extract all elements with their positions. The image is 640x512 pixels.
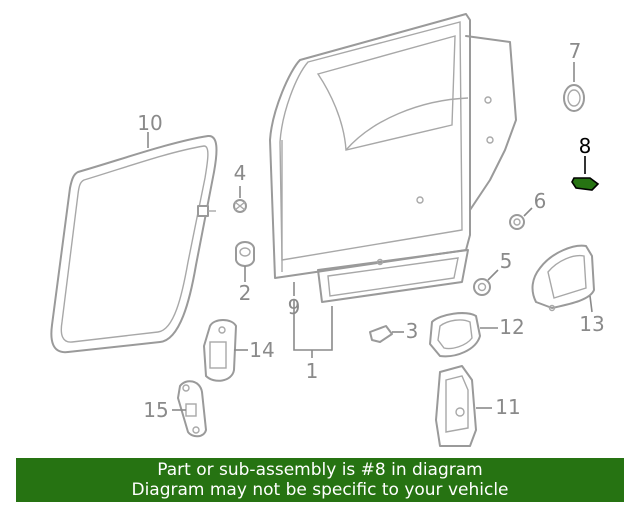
part-door-panel[interactable] xyxy=(269,13,517,303)
callout-4: 4 xyxy=(234,161,247,185)
leader-1 xyxy=(293,300,333,351)
part-10-weatherstrip[interactable] xyxy=(50,135,218,354)
part-13-cover[interactable] xyxy=(531,244,595,312)
callout-11: 11 xyxy=(495,395,520,419)
leader-13 xyxy=(589,295,593,313)
part-12-handle-housing[interactable] xyxy=(429,312,481,358)
leader-lines xyxy=(147,62,593,411)
callout-7: 7 xyxy=(569,39,582,63)
part-15-striker[interactable] xyxy=(177,380,207,438)
part-11-lock-actuator[interactable] xyxy=(435,365,477,447)
part-7-cap[interactable] xyxy=(563,84,585,112)
callout-3: 3 xyxy=(406,319,419,343)
part-4-clip[interactable] xyxy=(233,199,247,213)
callout-14: 14 xyxy=(249,338,274,362)
callout-6: 6 xyxy=(534,189,547,213)
callout-13: 13 xyxy=(579,312,604,336)
part-8-highlighted[interactable] xyxy=(571,177,600,191)
callout-15: 15 xyxy=(143,398,168,422)
callout-12: 12 xyxy=(499,315,524,339)
part-5-grommet[interactable] xyxy=(473,278,491,296)
callout-1: 1 xyxy=(306,359,319,383)
leader-6 xyxy=(523,207,533,217)
leader-5 xyxy=(487,269,499,281)
callout-5: 5 xyxy=(500,249,513,273)
callout-numbers: 10 4 2 9 1 7 8 6 5 13 3 12 14 15 11 xyxy=(137,39,604,422)
callout-10: 10 xyxy=(137,111,162,135)
part-6-grommet[interactable] xyxy=(509,214,525,230)
part-2-bumper[interactable] xyxy=(235,241,255,267)
info-banner: Part or sub-assembly is #8 in diagram Di… xyxy=(16,458,624,502)
part-3-clip[interactable] xyxy=(369,325,393,343)
part-14-latch-plate[interactable] xyxy=(203,319,237,382)
banner-line-2: Diagram may not be specific to your vehi… xyxy=(131,480,509,500)
callout-8: 8 xyxy=(579,134,592,158)
banner-line-1: Part or sub-assembly is #8 in diagram xyxy=(157,460,483,480)
callout-9: 9 xyxy=(288,295,301,319)
callout-2: 2 xyxy=(239,281,252,305)
